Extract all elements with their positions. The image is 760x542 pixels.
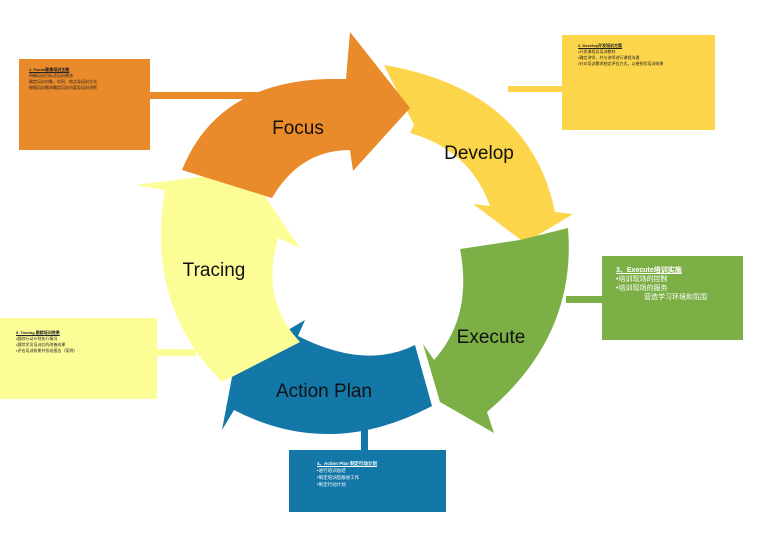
focus-label: Focus xyxy=(272,118,324,139)
tracing-note-line: •跟踪行动计划执行情况 xyxy=(16,336,58,341)
tracing-label: Tracing xyxy=(183,260,246,281)
action-plan-note-title: 4、Action Plan 制定行动计划 xyxy=(317,461,378,466)
execute-connector xyxy=(566,296,604,303)
develop-note-line: •针对培训需求制定评估方式，以便检验培训效果 xyxy=(578,61,664,66)
develop-note: 2. Develop开发培训方案 •开发课程及培训教材 •确定讲师，并与讲师进行… xyxy=(562,35,715,130)
tracing-note-title: 5. Tracing 跟踪培训效果 xyxy=(16,330,60,335)
develop-segment xyxy=(384,65,573,243)
execute-note-line: •培训现场的控制 xyxy=(616,276,668,283)
tracing-note-line: •评估培训效果并形成报告（案例） xyxy=(16,348,78,353)
execute-note-title: 3、Execute培训实施 xyxy=(616,267,682,274)
action-plan-note: 4、Action Plan 制定行动计划 •进行培训总结 •制定培训后跟进工作 … xyxy=(289,450,446,512)
action-connector xyxy=(361,418,368,452)
focus-note-line: 根据培训需求确定培训内容及培训讲师 xyxy=(29,85,97,90)
execute-note: 3、Execute培训实施 •培训现场的控制 •培训现场的服务 营造学习环境和氛… xyxy=(602,256,743,340)
focus-segment xyxy=(182,32,410,198)
action-plan-note-line: •制定培训后跟进工作 xyxy=(317,475,360,480)
execute-note-line: 营造学习环境和氛围 xyxy=(644,294,707,301)
focus-connector xyxy=(150,92,260,99)
execute-label: Execute xyxy=(457,327,526,348)
action-plan-label: Action Plan xyxy=(276,381,372,402)
develop-note-line: •开发课程及培训教材 xyxy=(578,49,616,54)
tracing-note: 5. Tracing 跟踪培训效果 •跟踪行动计划执行情况 •跟踪学员培训后的改… xyxy=(0,318,157,399)
execute-note-line: •培训现场的服务 xyxy=(616,285,668,292)
develop-label: Develop xyxy=(444,143,514,164)
develop-note-line: •确定讲师，并与讲师进行课程沟通 xyxy=(578,55,640,60)
tracing-segment xyxy=(135,171,300,382)
action-plan-note-line: •进行培训总结 xyxy=(317,468,346,473)
focus-note-line: 明确培训目标及培训需求 xyxy=(29,73,73,78)
develop-connector xyxy=(508,86,563,92)
tracing-connector xyxy=(156,349,196,356)
focus-note: 1. Focus聚焦培训主题 明确培训目标及培训需求 确定培训对象、时间、地点及… xyxy=(19,59,150,150)
develop-note-title: 2. Develop开发培训方案 xyxy=(578,43,623,48)
focus-note-title: 1. Focus聚焦培训主题 xyxy=(29,67,70,72)
action-plan-note-line: •制定行动计划 xyxy=(317,482,346,487)
focus-note-line: 确定培训对象、时间、地点及培训方式 xyxy=(29,79,97,84)
execute-segment xyxy=(423,228,569,433)
tracing-note-line: •跟踪学员培训后的改善成果 xyxy=(16,342,66,347)
